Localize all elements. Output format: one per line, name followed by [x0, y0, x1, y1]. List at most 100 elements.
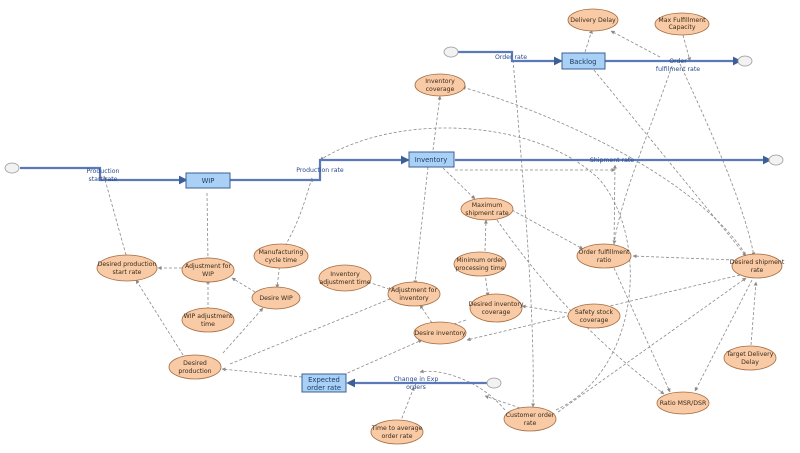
flow-change-in-exp-orders-l1: Change in Exp [394, 376, 439, 383]
aux-wip-adjustment-time[interactable]: WIP adjustment time [181, 307, 235, 333]
aux-order-fulfillment-ratio-l1: Order fulfillment [579, 249, 630, 256]
aux-desire-wip-l1: Desire WIP [259, 295, 293, 302]
aux-max-fulfillment-capacity[interactable]: Max Fulfillment Capacity [654, 12, 710, 36]
stock-backlog-label: Backlog [570, 58, 597, 66]
flow-production-start-rate-l2: start rate [89, 176, 118, 183]
aux-desired-production-start-rate-l2: start rate [113, 269, 142, 276]
aux-desire-inventory-l1: Desire inventory [414, 330, 465, 337]
link-fulfilment-rate-to-delivery-delay [610, 30, 661, 58]
link-customer-order-rate-to-change-in-exp [419, 369, 506, 411]
flow-production-start-rate-l1: Production [87, 168, 120, 175]
sink-cloud-fulfilment [737, 55, 753, 67]
aux-minimum-order-processing-time[interactable]: Minimum order processing time [453, 251, 507, 277]
aux-time-to-average-order-rate[interactable]: Time to average order rate [370, 419, 424, 445]
stock-inventory[interactable]: Inventory [408, 151, 455, 168]
link-min-processing-to-maximum-shipment-rate [483, 219, 488, 252]
aux-desired-shipment-rate-l2: rate [751, 267, 764, 274]
source-cloud-order [443, 46, 459, 58]
aux-target-delivery-delay-l2: Delay [741, 359, 759, 366]
aux-manufacturing-cycle-time-l2: cycle time [265, 257, 297, 264]
aux-ratio-msr-dsr[interactable]: Ratio MSR/DSR [656, 391, 710, 415]
link-desired-production-to-desire-wip [222, 307, 264, 354]
aux-desire-inventory[interactable]: Desire inventory [413, 321, 467, 345]
link-order-fulfillment-to-shipment-rate [612, 164, 617, 246]
stock-inventory-label: Inventory [415, 156, 447, 164]
link-maximum-shipment-to-order-fulfillment [511, 209, 584, 250]
aux-adjustment-for-inventory[interactable]: Adjustment for inventory [387, 281, 441, 307]
link-desired-production-to-desired-production-start-rate [135, 279, 184, 356]
aux-max-fulfillment-capacity-l2: Capacity [668, 24, 695, 31]
stock-expected-order-rate[interactable]: Expected order rate [301, 373, 347, 393]
auxiliaries: Delivery Delay Max Fulfillment Capacity … [96, 8, 785, 445]
aux-desired-shipment-rate-l1: Desired shipment [730, 259, 785, 266]
aux-customer-order-rate[interactable]: Customer order rate [503, 406, 557, 432]
flow-shipment-rate: Shipment rate [590, 157, 634, 164]
aux-target-delivery-delay[interactable]: Target Delivery Delay [723, 345, 777, 371]
stock-wip[interactable]: WIP [185, 172, 231, 189]
link-safety-stock-to-desired-inventory-coverage [521, 304, 568, 314]
aux-safety-stock-coverage[interactable]: Safety stock coverage [567, 303, 621, 329]
aux-wip-adjustment-time-l1: WIP adjustment [184, 313, 233, 320]
pipe-order [458, 50, 563, 66]
aux-manufacturing-cycle-time[interactable]: Manufacturing cycle time [253, 243, 309, 269]
aux-minimum-order-processing-time-l1: Minimum order [456, 257, 504, 264]
aux-adjustment-for-inventory-l1: Adjustment for [391, 287, 437, 294]
aux-time-to-average-order-rate-l2: order rate [381, 433, 412, 440]
flow-production-rate: Production rate [296, 167, 344, 174]
stock-backlog[interactable]: Backlog [561, 52, 606, 70]
aux-customer-order-rate-l2: rate [524, 420, 537, 427]
link-expected-order-rate-to-desire-inventory [342, 339, 423, 376]
link-inventory-adjustment-time-to-adjustment [367, 281, 393, 291]
link-target-delivery-to-desired-shipment [750, 281, 758, 346]
link-wip-to-adjustment-for-wip [205, 192, 210, 262]
stock-expected-order-rate-l2: order rate [307, 384, 341, 392]
link-customer-order-rate-to-change [484, 395, 521, 409]
aux-delivery-delay-l1: Delivery Delay [570, 17, 616, 24]
link-order-rate-to-customer-order-rate [512, 59, 536, 408]
link-desire-inventory-to-adjustment [419, 304, 433, 324]
link-max-capacity-to-fulfilment-rate [682, 34, 691, 62]
aux-adjustment-for-wip-l1: Adjustment for [185, 263, 231, 270]
link-fulfilment-rate-to-desired-shipment [679, 63, 756, 257]
pipe-production-start [20, 166, 188, 185]
aux-inventory-coverage-l2: coverage [426, 86, 455, 93]
aux-desired-shipment-rate[interactable]: Desired shipment rate [730, 253, 785, 279]
pipe-production [230, 155, 410, 182]
aux-desired-production-start-rate[interactable]: Desired production start rate [96, 254, 158, 282]
aux-delivery-delay[interactable]: Delivery Delay [567, 8, 619, 32]
aux-adjustment-for-wip[interactable]: Adjustment for WIP [181, 257, 235, 283]
aux-inventory-coverage[interactable]: Inventory coverage [414, 73, 466, 97]
stock-expected-order-rate-l1: Expected [308, 376, 340, 384]
aux-safety-stock-coverage-l2: coverage [580, 317, 609, 324]
source-cloud-production [4, 162, 20, 174]
aux-wip-adjustment-time-l2: time [201, 321, 215, 328]
aux-time-to-average-order-rate-l1: Time to average [371, 425, 423, 432]
link-expected-order-rate-to-desired-production [221, 367, 303, 378]
aux-inventory-coverage-l1: Inventory [425, 78, 455, 85]
link-desired-shipment-to-order-fulfillment [632, 254, 735, 261]
aux-desired-inventory-coverage[interactable]: Desired inventory coverage [468, 293, 524, 323]
link-desired-production-start-rate-to-production-start-rate [103, 175, 127, 256]
aux-minimum-order-processing-time-l2: processing time [455, 265, 504, 272]
aux-maximum-shipment-rate-l2: shipment rate [465, 210, 509, 217]
aux-maximum-shipment-rate[interactable]: Maximum shipment rate [460, 197, 514, 221]
flow-labels: Production start rate Production rate Sh… [87, 54, 701, 391]
link-inventory-to-maximum-shipment-rate [442, 167, 476, 200]
aux-desired-production-l1: Desired [183, 360, 207, 367]
source-cloud-exp-orders [486, 377, 502, 389]
link-customer-order-rate-to-desired-shipment [557, 277, 747, 413]
link-inventory-to-adjustment-for-inventory [413, 166, 429, 285]
flow-change-in-exp-orders-l2: orders [406, 384, 426, 391]
aux-desire-wip[interactable]: Desire WIP [251, 286, 301, 310]
aux-inventory-adjustment-time[interactable]: Inventory adjustment time [318, 264, 372, 292]
link-desired-shipment-to-ratio [694, 279, 753, 392]
link-backlog-to-desired-shipment [593, 69, 747, 257]
aux-max-fulfillment-capacity-l1: Max Fulfillment [658, 17, 706, 24]
link-order-fulfillment-to-ratio [613, 267, 671, 393]
aux-adjustment-for-inventory-l2: inventory [399, 295, 429, 302]
aux-manufacturing-cycle-time-l1: Manufacturing [259, 249, 304, 256]
aux-desired-production-start-rate-l1: Desired production [98, 261, 157, 268]
link-min-processing-to-desired-inventory-coverage [484, 272, 490, 297]
aux-order-fulfillment-ratio[interactable]: Order fulfillment ratio [576, 243, 632, 269]
aux-desired-production[interactable]: Desired production [168, 354, 222, 380]
